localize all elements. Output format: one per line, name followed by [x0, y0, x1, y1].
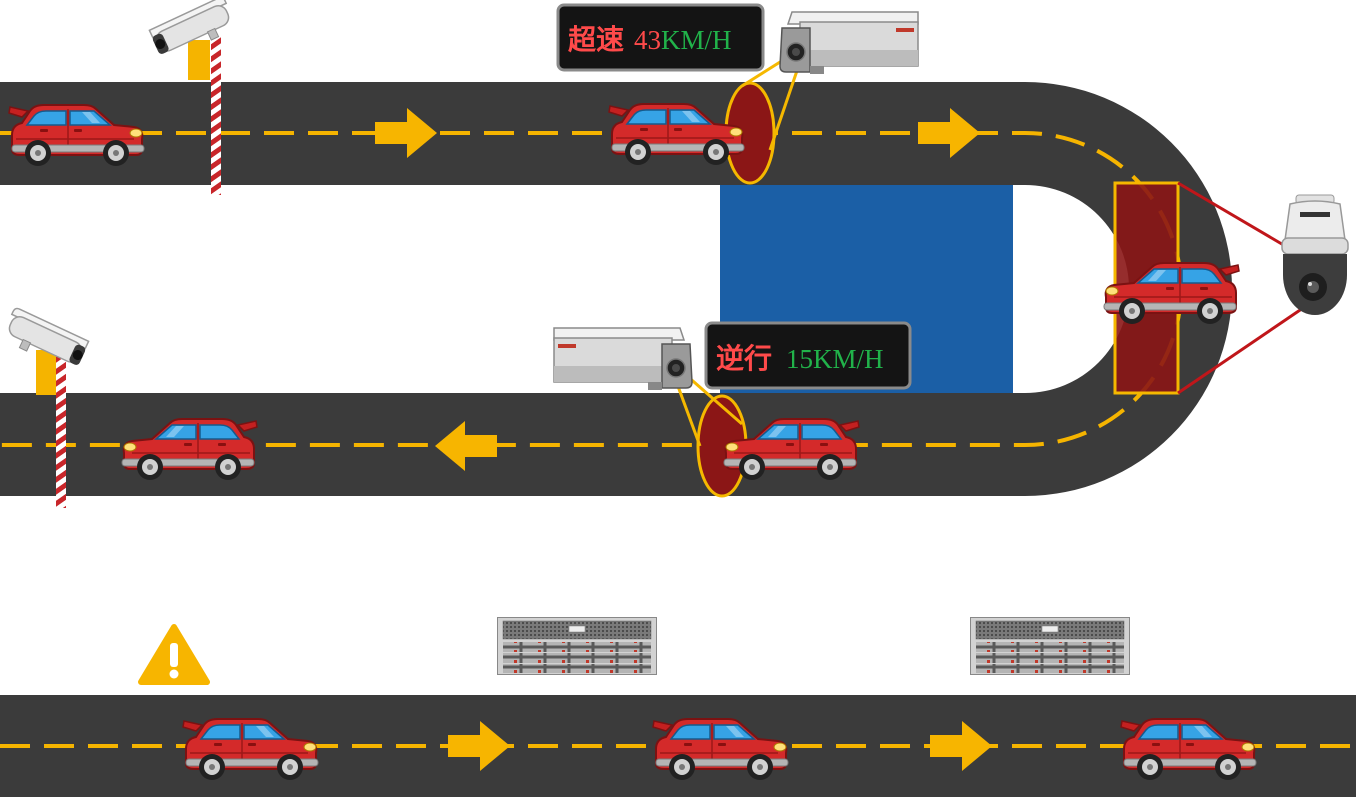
speeding-alert-label: 超速 43KM/H: [556, 3, 765, 72]
server-icon: [970, 617, 1130, 675]
speeding-unit: KM/H: [661, 25, 732, 55]
box-camera-icon: [553, 327, 693, 391]
wrong-way-label: 逆行: [716, 342, 772, 375]
speeding-value: 43: [634, 25, 661, 55]
camera-mount-box: [188, 40, 210, 80]
wrong-way-alert-label: 逆行 15KM/H: [704, 321, 912, 390]
box-camera-icon: [779, 11, 919, 75]
striped-pole: [56, 345, 66, 508]
ptz-dome-camera-icon: [1281, 194, 1349, 315]
wrong-way-unit: KM/H: [813, 344, 884, 374]
speeding-label: 超速: [568, 23, 624, 56]
wrong-way-value: 15: [786, 344, 813, 374]
warning-triangle-icon: [138, 624, 210, 685]
dome-camera-sight-lines: [1177, 181, 1307, 395]
striped-pole: [211, 35, 221, 195]
server-icon: [497, 617, 657, 675]
camera-mount-box: [36, 350, 56, 395]
